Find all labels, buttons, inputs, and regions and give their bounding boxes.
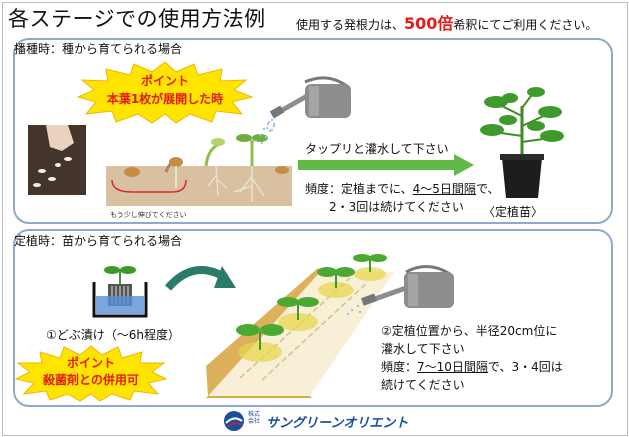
page-title: 各ステージでの使用方法例 bbox=[8, 7, 266, 31]
transplant-frequency-prefix: 頻度： bbox=[381, 360, 418, 374]
germination-illustration bbox=[106, 132, 292, 206]
transplant-step2-line2: 灌水して下さい bbox=[381, 342, 465, 356]
sowing-point-burst: ポイント 本葉1枚が展開した時 bbox=[76, 60, 254, 124]
transplant-point-text: 殺菌剤との併用可 bbox=[43, 373, 139, 387]
transplant-frequency-suffix: で、3・4回は bbox=[487, 360, 563, 374]
sowing-point-text: 本葉1枚が展開した時 bbox=[106, 92, 224, 106]
watering-can-icon bbox=[265, 66, 357, 132]
sowing-frequency: 頻度：定植までに、4～5日間隔で、 bbox=[305, 180, 499, 197]
water-drops bbox=[250, 118, 280, 148]
dilution-note-prefix: 使用する発根力は、 bbox=[296, 18, 405, 32]
transplant-panel-label: 定植時：苗から育てられる場合 bbox=[14, 234, 183, 248]
sowing-instruction: タップリと灌水して下さい bbox=[305, 142, 449, 156]
dilution-note-suffix: 希釈にてご利用ください。 bbox=[453, 18, 598, 32]
dilution-rate: 500倍 bbox=[404, 14, 454, 33]
sowing-frequency-interval: 4～5日間隔 bbox=[412, 182, 476, 196]
starburst-icon bbox=[14, 345, 168, 402]
planting-bed-illustration bbox=[200, 248, 410, 398]
sowing-panel-label: 播種時：種から育てられる場合 bbox=[14, 42, 183, 56]
dipping-tub-icon bbox=[92, 262, 148, 320]
sowing-frequency-suffix: で、 bbox=[475, 182, 500, 196]
transplant-frequency: 頻度：7～10日間隔で、3・4回は bbox=[381, 358, 563, 375]
transplant-frequency-line2: 続けてください bbox=[381, 378, 465, 392]
company-logo: 株式会社 サングリーンオリエント bbox=[222, 410, 422, 432]
seedling-caption: 〈定植苗〉 bbox=[483, 205, 544, 219]
curved-arrow-icon bbox=[164, 258, 238, 296]
transplant-point-burst: ポイント 殺菌剤との併用可 bbox=[14, 344, 168, 402]
sowing-point-title: ポイント bbox=[140, 74, 189, 88]
watering-can-icon bbox=[346, 258, 458, 316]
dipping-step: ①どぶ漬け（～6h程度） bbox=[46, 328, 180, 342]
transplant-point-title: ポイント bbox=[66, 356, 115, 370]
green-arrow bbox=[298, 154, 474, 176]
tomato-seedling-icon bbox=[478, 86, 568, 204]
starburst-icon bbox=[76, 61, 254, 124]
seed-photo bbox=[28, 125, 86, 195]
company-type: 株式会社 bbox=[248, 411, 261, 425]
soil-note: もう少し伸びてください bbox=[110, 211, 187, 219]
sowing-frequency-prefix: 頻度：定植までに、 bbox=[305, 182, 413, 196]
transplant-step2-line1: ②定植位置から、半径20cm位に bbox=[381, 324, 558, 338]
dilution-note: 使用する発根力は、500倍希釈にてご利用ください。 bbox=[296, 10, 597, 34]
company-name: サングリーンオリエント bbox=[266, 416, 409, 431]
transplant-frequency-interval: 7～10日間隔 bbox=[417, 360, 488, 374]
sowing-frequency-line2: 2・3回は続けてください bbox=[329, 200, 464, 214]
